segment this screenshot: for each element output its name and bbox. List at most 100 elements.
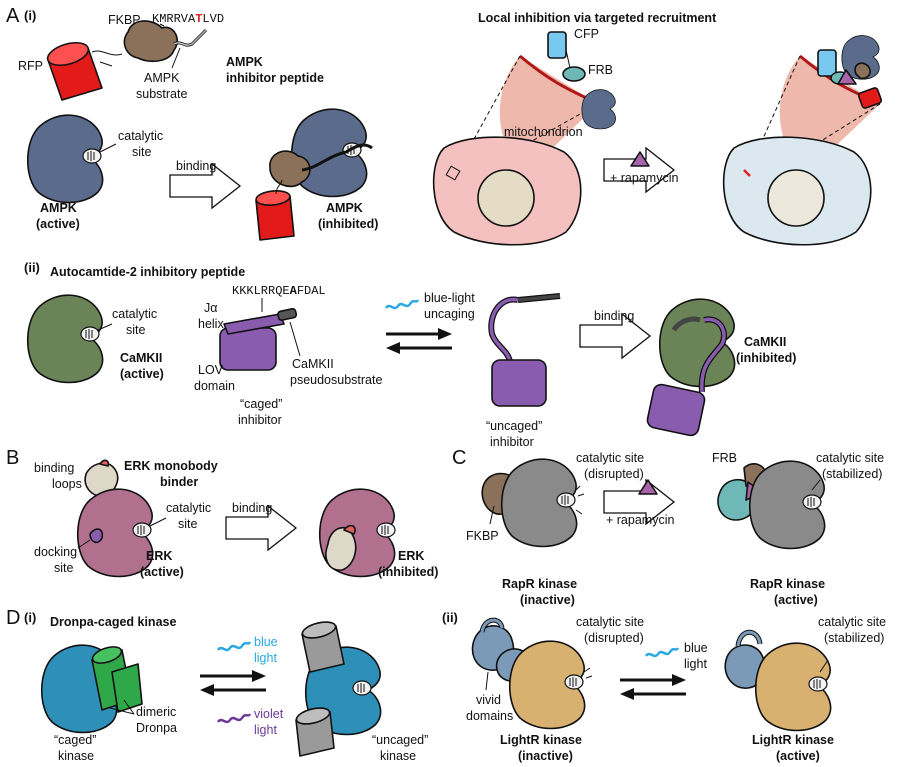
caged-label-2: inhibitor	[238, 413, 282, 427]
reversible-arrows-icon-3	[618, 672, 688, 702]
frb-label: FRB	[588, 63, 613, 77]
frb-label-c: FRB	[712, 451, 737, 465]
lightr-active-label-2: (active)	[776, 749, 820, 763]
ampk-inhibitor-title-2: inhibitor peptide	[226, 71, 324, 85]
camkii-catalytic-1: catalytic	[112, 307, 157, 321]
camkii-active-label-1: CaMKII	[120, 351, 162, 365]
panel-b-letter: B	[6, 447, 19, 469]
pseudosubstrate-segment	[277, 307, 298, 322]
lightr-inactive-label-2: (inactive)	[518, 749, 573, 763]
lov-label-1: LOV	[198, 363, 224, 377]
dronpa-dimer	[91, 646, 143, 713]
bound-lov-domain	[646, 383, 706, 437]
ja-helix	[223, 313, 285, 335]
cfp-protein	[547, 31, 567, 59]
cat-disrupted-1: catalytic site	[576, 451, 644, 465]
erk-active-label-2: (active)	[140, 565, 184, 579]
reversible-arrows-icon	[384, 326, 454, 356]
rfp-cylinder-bound	[255, 190, 295, 241]
dronpa-blue-2: light	[254, 651, 277, 665]
ampk-substrate-label-1: AMPK	[144, 71, 180, 85]
lightr-blue-2: light	[684, 657, 707, 671]
dronpa-monomers	[295, 621, 345, 757]
erk-active-label-1: ERK	[146, 549, 172, 563]
ampk-inhibited-label-1: AMPK	[326, 201, 363, 215]
camkii-pseudosubstrate-sequence: KKKLRRQEAFDAL	[232, 284, 326, 298]
blue-light-label-1: blue-light	[424, 291, 475, 305]
uncaged-lov-domain	[491, 359, 547, 407]
ampk-catalytic-site	[82, 148, 102, 164]
blue-light-squiggle-icon-2	[216, 640, 252, 652]
cat-stabilized-2: (stabilized)	[822, 467, 882, 481]
fkbp-label-c: FKBP	[466, 529, 499, 543]
cfp-protein-after	[817, 49, 837, 77]
erk-catalytic-site	[132, 522, 152, 538]
cat-disrupted-2: (disrupted)	[584, 467, 644, 481]
lightr-cat-dis-2: (disrupted)	[584, 631, 644, 645]
caged-kinase-label-1: “caged”	[54, 733, 96, 747]
rapamycin-label-a: + rapamycin	[610, 171, 678, 185]
lightr-stabilized-site	[808, 676, 828, 692]
rapr-disrupted-site	[556, 492, 576, 508]
loops-label-1: binding	[34, 461, 74, 475]
pseudo-label-1: CaMKII	[292, 357, 334, 371]
vivid-label-2: domains	[466, 709, 513, 723]
panel-a-i-label: (i)	[24, 8, 36, 23]
blue-light-squiggle-icon	[384, 298, 420, 310]
uncaged-label-2: inhibitor	[490, 435, 534, 449]
ja-label-2: helix	[198, 317, 224, 331]
ja-label-1: Jα	[204, 301, 217, 315]
nucleus-after	[767, 169, 825, 227]
violet-label-2: light	[254, 723, 277, 737]
camkii-catalytic-2: site	[126, 323, 146, 337]
rapr-active-label-2: (active)	[774, 593, 818, 607]
lightr-inactive-label-1: LightR kinase	[500, 733, 582, 747]
nucleus	[477, 169, 535, 227]
ampk-inhibitor-title-1: AMPK	[226, 55, 263, 69]
lightr-blue-1: blue	[684, 641, 708, 655]
rapr-active-label-1: RapR kinase	[750, 577, 825, 591]
dimeric-label-2: Dronpa	[136, 721, 177, 735]
bound-monobody	[325, 526, 357, 571]
rapamycin-label-c: + rapamycin	[606, 513, 674, 527]
lightr-cat-dis-1: catalytic site	[576, 615, 644, 629]
camkii-inhibited-label-2: (inhibited)	[736, 351, 796, 365]
catalytic-label-2: site	[132, 145, 152, 159]
loops-label-2: loops	[52, 477, 82, 491]
monobody-label-2: binder	[160, 475, 198, 489]
lightr-cat-stab-1: catalytic site	[818, 615, 886, 629]
rapr-inactive-label-1: RapR kinase	[502, 577, 577, 591]
docking-site	[89, 528, 104, 544]
catalytic-label-1: catalytic	[118, 129, 163, 143]
violet-light-squiggle-icon	[216, 712, 252, 724]
rfp-label: RFP	[18, 59, 43, 73]
mitochondrion-label: mitochondrion	[504, 125, 583, 139]
erk-catalytic-2: site	[178, 517, 198, 531]
cfp-label: CFP	[574, 27, 599, 41]
ampk-active-label-2: (active)	[36, 217, 80, 231]
uncaged-kinase-label-2: kinase	[380, 749, 416, 763]
ampk-active-label-1: AMPK	[40, 201, 77, 215]
local-inhibition-title: Local inhibition via targeted recruitmen…	[478, 11, 717, 25]
fkbp-label: FKBP	[108, 13, 141, 27]
lov-label-2: domain	[194, 379, 235, 393]
violet-label-1: violet	[254, 707, 284, 721]
panel-c-letter: C	[452, 447, 466, 469]
lightr-cat-stab-2: (stabilized)	[824, 631, 884, 645]
camkii-catalytic-site	[80, 326, 100, 342]
binding-label-3: binding	[232, 501, 272, 515]
blue-light-label-2: uncaging	[424, 307, 475, 321]
reversible-arrows-icon-2	[198, 668, 268, 698]
ampk-inhibitor-sequence: KMRRVATLVD	[152, 12, 224, 26]
blue-light-squiggle-icon-3	[644, 646, 680, 658]
linker	[91, 50, 123, 56]
dronpa-title: Dronpa-caged kinase	[50, 615, 176, 629]
binding-label: binding	[176, 159, 216, 173]
ampk-substrate-label-2: substrate	[136, 87, 187, 101]
rfp-cylinder	[46, 41, 103, 101]
rapr-inactive-label-2: (inactive)	[520, 593, 575, 607]
ampk-inhibited-label-2: (inhibited)	[318, 217, 378, 231]
dronpa-blue-1: blue	[254, 635, 278, 649]
lightr-disrupted-site	[564, 674, 584, 690]
